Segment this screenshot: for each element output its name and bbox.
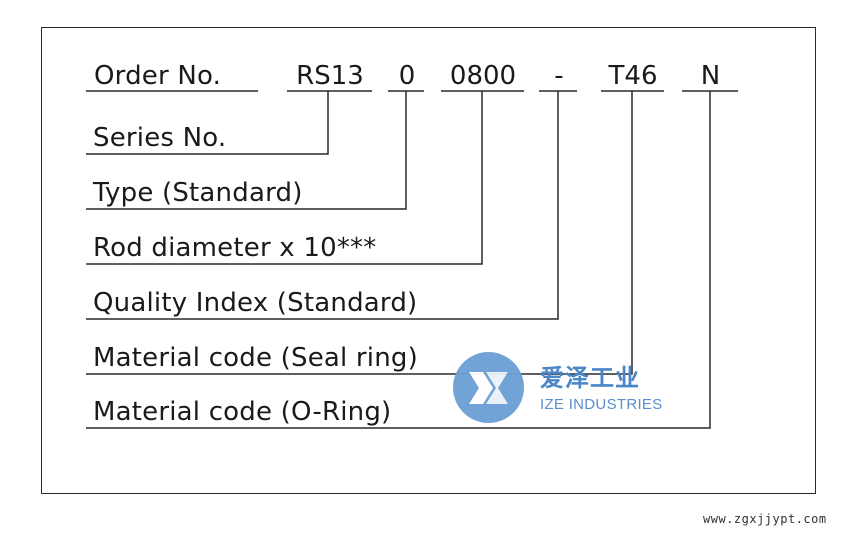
connector-type (86, 91, 407, 210)
connector-rod (86, 91, 483, 265)
code-diameter: 0800 (449, 61, 517, 91)
field-rod-diameter: Rod diameter x 10*** (93, 233, 377, 263)
field-material-oring: Material code (O-Ring) (93, 397, 392, 427)
watermark-url: www.zgxjjypt.com (703, 512, 827, 526)
connector-quality (86, 91, 559, 320)
watermark-brand-cn: 爱泽工业 (540, 364, 640, 392)
code-series: RS13 (296, 61, 364, 91)
field-material-seal: Material code (Seal ring) (93, 343, 418, 373)
connector-seal (86, 91, 633, 375)
code-seal: T46 (608, 61, 658, 91)
code-quality: - (554, 61, 564, 91)
watermark-logo-icon (453, 352, 524, 423)
code-type: 0 (398, 61, 416, 91)
field-series-no: Series No. (93, 123, 227, 153)
connector-oring (86, 91, 711, 429)
diagram-frame (41, 27, 816, 494)
field-quality-index: Quality Index (Standard) (93, 288, 418, 318)
order-no-label: Order No. (94, 61, 222, 91)
field-type: Type (Standard) (93, 178, 303, 208)
watermark-brand-en: IZE INDUSTRIES (540, 396, 663, 413)
connector-series (86, 91, 329, 155)
code-oring: N (700, 61, 721, 91)
